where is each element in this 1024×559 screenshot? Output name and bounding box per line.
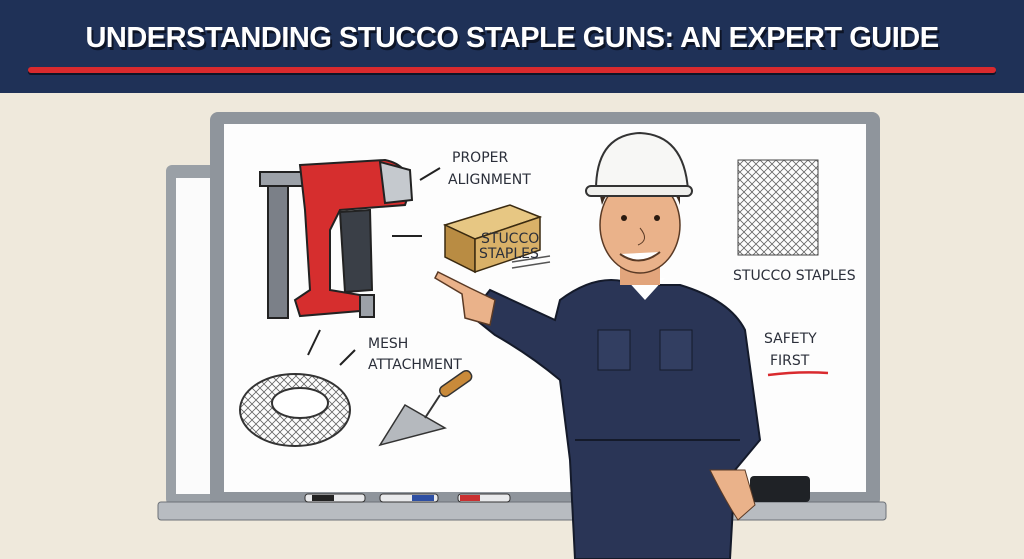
- box-label-stucco: STUCCO: [481, 231, 539, 247]
- staple-box-icon: [442, 204, 551, 274]
- page-title: UNDERSTANDING STUCCO STAPLE GUNS: AN EXP…: [85, 22, 939, 54]
- label-attachment: ATTACHMENT: [368, 357, 462, 373]
- wire-mesh-roll-icon: [239, 373, 351, 447]
- label-mesh: MESH: [368, 336, 408, 352]
- man-presenter: [434, 131, 762, 559]
- staple-gun-icon: [259, 158, 414, 319]
- label-alignment: ALIGNMENT: [448, 172, 531, 188]
- trowel-icon: [378, 369, 473, 447]
- mesh-panel-icon: [737, 159, 819, 256]
- eraser-icon: [750, 476, 810, 502]
- label-first: FIRST: [770, 353, 810, 369]
- hard-hat-icon: [585, 131, 693, 197]
- label-safety: SAFETY: [764, 331, 817, 347]
- title-banner: UNDERSTANDING STUCCO STAPLE GUNS: AN EXP…: [0, 0, 1024, 93]
- label-stucco-staples: STUCCO STAPLES: [733, 268, 856, 284]
- title-underline: [28, 67, 996, 73]
- label-proper: PROPER: [452, 150, 508, 166]
- safety-underline: [767, 371, 829, 377]
- box-label-staples: STAPLES: [479, 246, 539, 262]
